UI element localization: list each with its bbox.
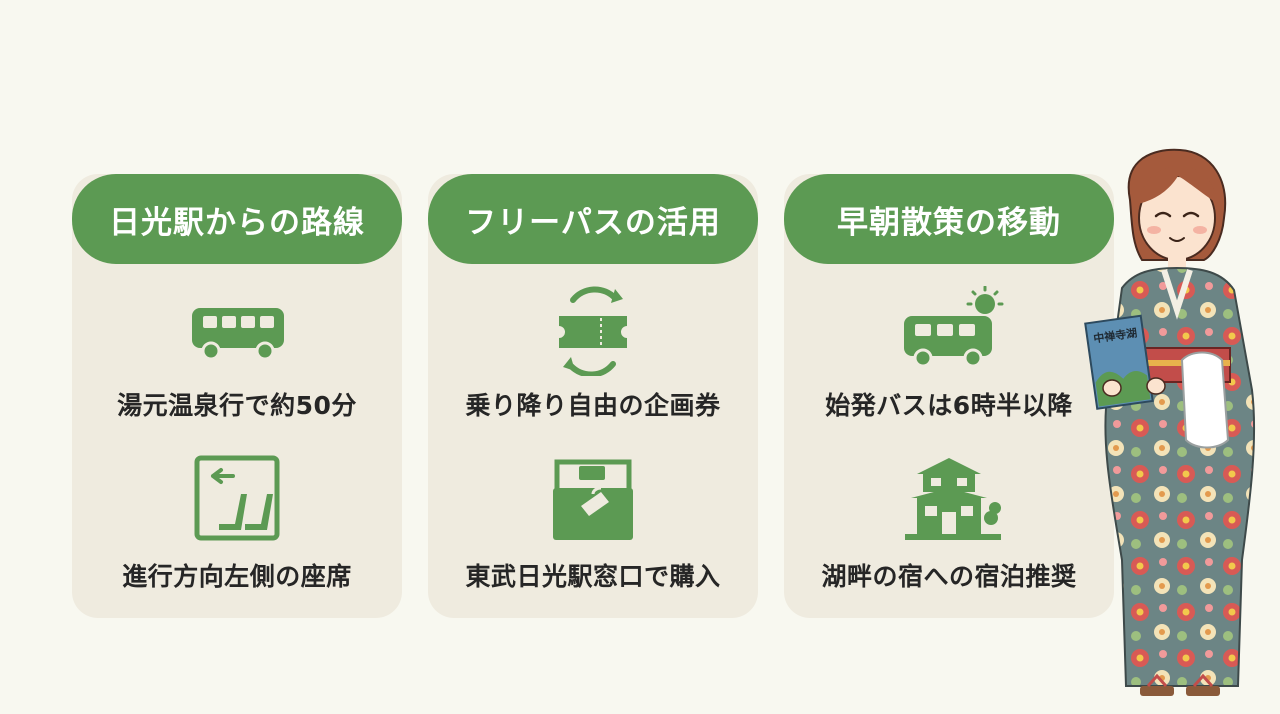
purchase-place-text: 東武日光駅窓口で購入 — [465, 562, 721, 591]
free-ride-text: 乗り降り自由の企画券 — [465, 391, 721, 420]
lakeside-inn-icon — [905, 458, 1001, 540]
card-title: 早朝散策の移動 — [784, 174, 1114, 264]
pamphlet-text: 中禅寺湖 — [1092, 326, 1138, 346]
card-early-morning: 早朝散策の移動 始発バスは6時半以降 湖畔の宿への宿泊推奨 — [784, 174, 1114, 618]
bus-sun-icon — [904, 286, 1004, 368]
ticket-counter-icon — [553, 459, 633, 540]
card-title: 日光駅からの路線 — [72, 174, 402, 264]
card-nikko-route: 日光駅からの路線 湯元温泉行で約50分 進行方向左側の座席 — [72, 174, 402, 618]
card-free-pass: フリーパスの活用 乗り降り自由の企画券 東武日光駅窓口で購入 — [428, 174, 758, 618]
lakeside-stay-text: 湖畔の宿への宿泊推奨 — [821, 562, 1077, 591]
seat-advice-text: 進行方向左側の座席 — [122, 562, 352, 591]
route-duration-text: 湯元温泉行で約50分 — [117, 391, 357, 420]
kimono-woman-illustration: 中禅寺湖 — [1084, 148, 1256, 696]
card-title: フリーパスの活用 — [428, 174, 758, 264]
seat-left-arrow-icon — [194, 455, 280, 541]
first-bus-text: 始発バスは6時半以降 — [825, 391, 1073, 420]
ticket-cycle-icon — [559, 286, 627, 376]
bus-icon — [192, 308, 284, 361]
